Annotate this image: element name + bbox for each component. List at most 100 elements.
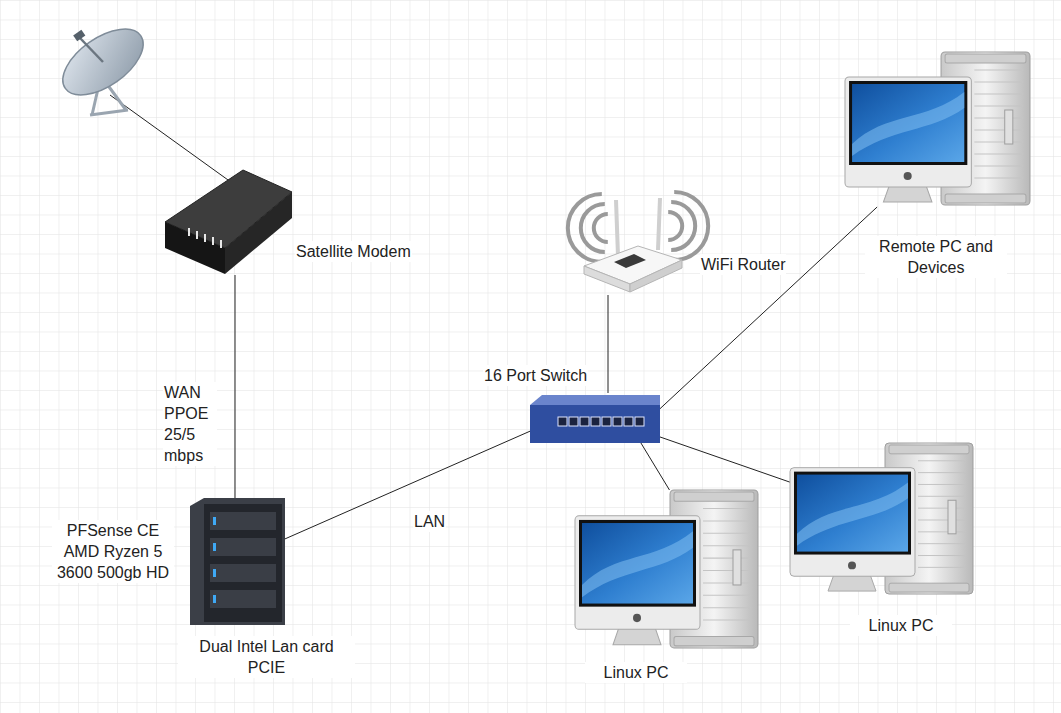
- switch-port: [569, 417, 578, 426]
- dish-feed: [73, 30, 85, 41]
- monitor-bezel: [845, 77, 971, 187]
- screen-swoosh: [852, 92, 964, 156]
- tower-drive: [948, 500, 956, 534]
- wifi-wave: [674, 192, 708, 260]
- wifi-side: [630, 260, 682, 292]
- device-label: Satellite Modem: [295, 241, 412, 262]
- satellite-dish: [52, 16, 235, 185]
- tower-vent: [918, 543, 966, 544]
- server-bay: [210, 512, 276, 530]
- tower-vent: [918, 484, 966, 485]
- remote-pc-node: Remote PC and Devices: [845, 52, 1030, 207]
- wifi-wave: [668, 212, 682, 240]
- tower-vent: [918, 508, 966, 509]
- apple-logo: [633, 614, 641, 622]
- dish-cable: [110, 95, 235, 185]
- tower-vent: [974, 166, 1023, 167]
- device-label: Remote PC and Devices: [865, 236, 1007, 278]
- modem-light: [212, 237, 214, 245]
- tower-vent: [703, 508, 751, 509]
- server-icon: [190, 498, 285, 625]
- computer-icon: [575, 490, 758, 648]
- tower-vent: [918, 472, 966, 473]
- switch-top: [530, 395, 660, 405]
- tower-vent: [918, 555, 966, 556]
- wifi-antenna: [658, 198, 660, 250]
- tower-handle: [889, 445, 969, 454]
- tower-vent: [703, 533, 751, 534]
- network-cable: [660, 437, 790, 482]
- server-light: [213, 595, 216, 603]
- server-light: [213, 569, 216, 577]
- mac-icon: [845, 52, 1030, 207]
- monitor-screen: [852, 84, 964, 162]
- tower-vent: [918, 519, 966, 520]
- screen-swoosh: [582, 531, 693, 597]
- wifi-wave: [568, 194, 602, 262]
- apple-logo: [904, 172, 912, 180]
- monitor-bezel: [790, 468, 915, 577]
- wifi-wave: [594, 214, 608, 242]
- monitor-screen: [797, 475, 908, 552]
- tower-vent: [918, 496, 966, 497]
- switch-port: [558, 417, 567, 426]
- tower-vent: [918, 531, 966, 532]
- server-bay: [210, 538, 276, 556]
- monitor-stand: [828, 574, 876, 591]
- switch-port: [580, 417, 589, 426]
- tower-vent: [703, 595, 751, 596]
- tower-vent: [974, 70, 1023, 71]
- device-label: Dual Intel Lan card PCIE: [178, 636, 355, 678]
- server-front: [204, 504, 282, 622]
- server-light: [213, 517, 216, 525]
- tower-vent: [703, 582, 751, 583]
- tower-vent: [918, 567, 966, 568]
- tower-handle: [674, 492, 754, 501]
- monitor-screen: [582, 523, 693, 604]
- network-cable: [608, 295, 609, 393]
- link-label: LAN: [413, 511, 446, 532]
- tower-vent: [703, 570, 751, 571]
- tower-vent: [974, 106, 1023, 107]
- switch-port: [591, 417, 600, 426]
- server-light: [213, 543, 216, 551]
- device-label: 16 Port Switch: [483, 365, 588, 386]
- switch-port: [624, 417, 633, 426]
- monitor-bezel: [575, 516, 700, 630]
- tower-vent: [703, 520, 751, 521]
- tower-vent: [703, 620, 751, 621]
- device-label: Linux PC: [585, 662, 687, 683]
- tower-vent: [974, 154, 1023, 155]
- network-cable: [641, 443, 670, 490]
- modem-light: [196, 231, 198, 239]
- monitor-stand: [613, 627, 661, 645]
- tower-drive: [733, 550, 741, 585]
- wifi-wave: [581, 204, 605, 252]
- tower-vent: [974, 82, 1023, 83]
- mac-icon: [790, 443, 973, 596]
- wifi-wave: [671, 202, 695, 250]
- switch-port: [635, 417, 644, 426]
- tower-vent: [703, 607, 751, 608]
- tower-vent: [974, 178, 1023, 179]
- modem-light: [220, 240, 222, 248]
- switch-node: 16 Port Switch: [530, 393, 660, 443]
- monitor-inner: [849, 81, 967, 165]
- wifi-router-node: WiFi Router: [580, 188, 692, 295]
- wifi-front: [584, 266, 630, 292]
- tower-vent: [974, 94, 1023, 95]
- firewall-server-node: PFSense CE AMD Ryzen 5 3600 500gb HDDual…: [190, 498, 285, 625]
- modem-light: [204, 234, 206, 242]
- switch-front: [530, 405, 660, 443]
- monitor-inner: [579, 520, 696, 607]
- wifi-logo: [614, 254, 646, 268]
- apple-logo: [848, 561, 856, 569]
- server-case: [190, 498, 285, 625]
- switch-icon: [530, 393, 660, 443]
- dish-base: [90, 110, 128, 115]
- tower-vent: [918, 460, 966, 461]
- screen-swoosh: [797, 482, 908, 545]
- computer-icon: [845, 52, 1030, 205]
- device-label: Linux PC: [850, 615, 952, 636]
